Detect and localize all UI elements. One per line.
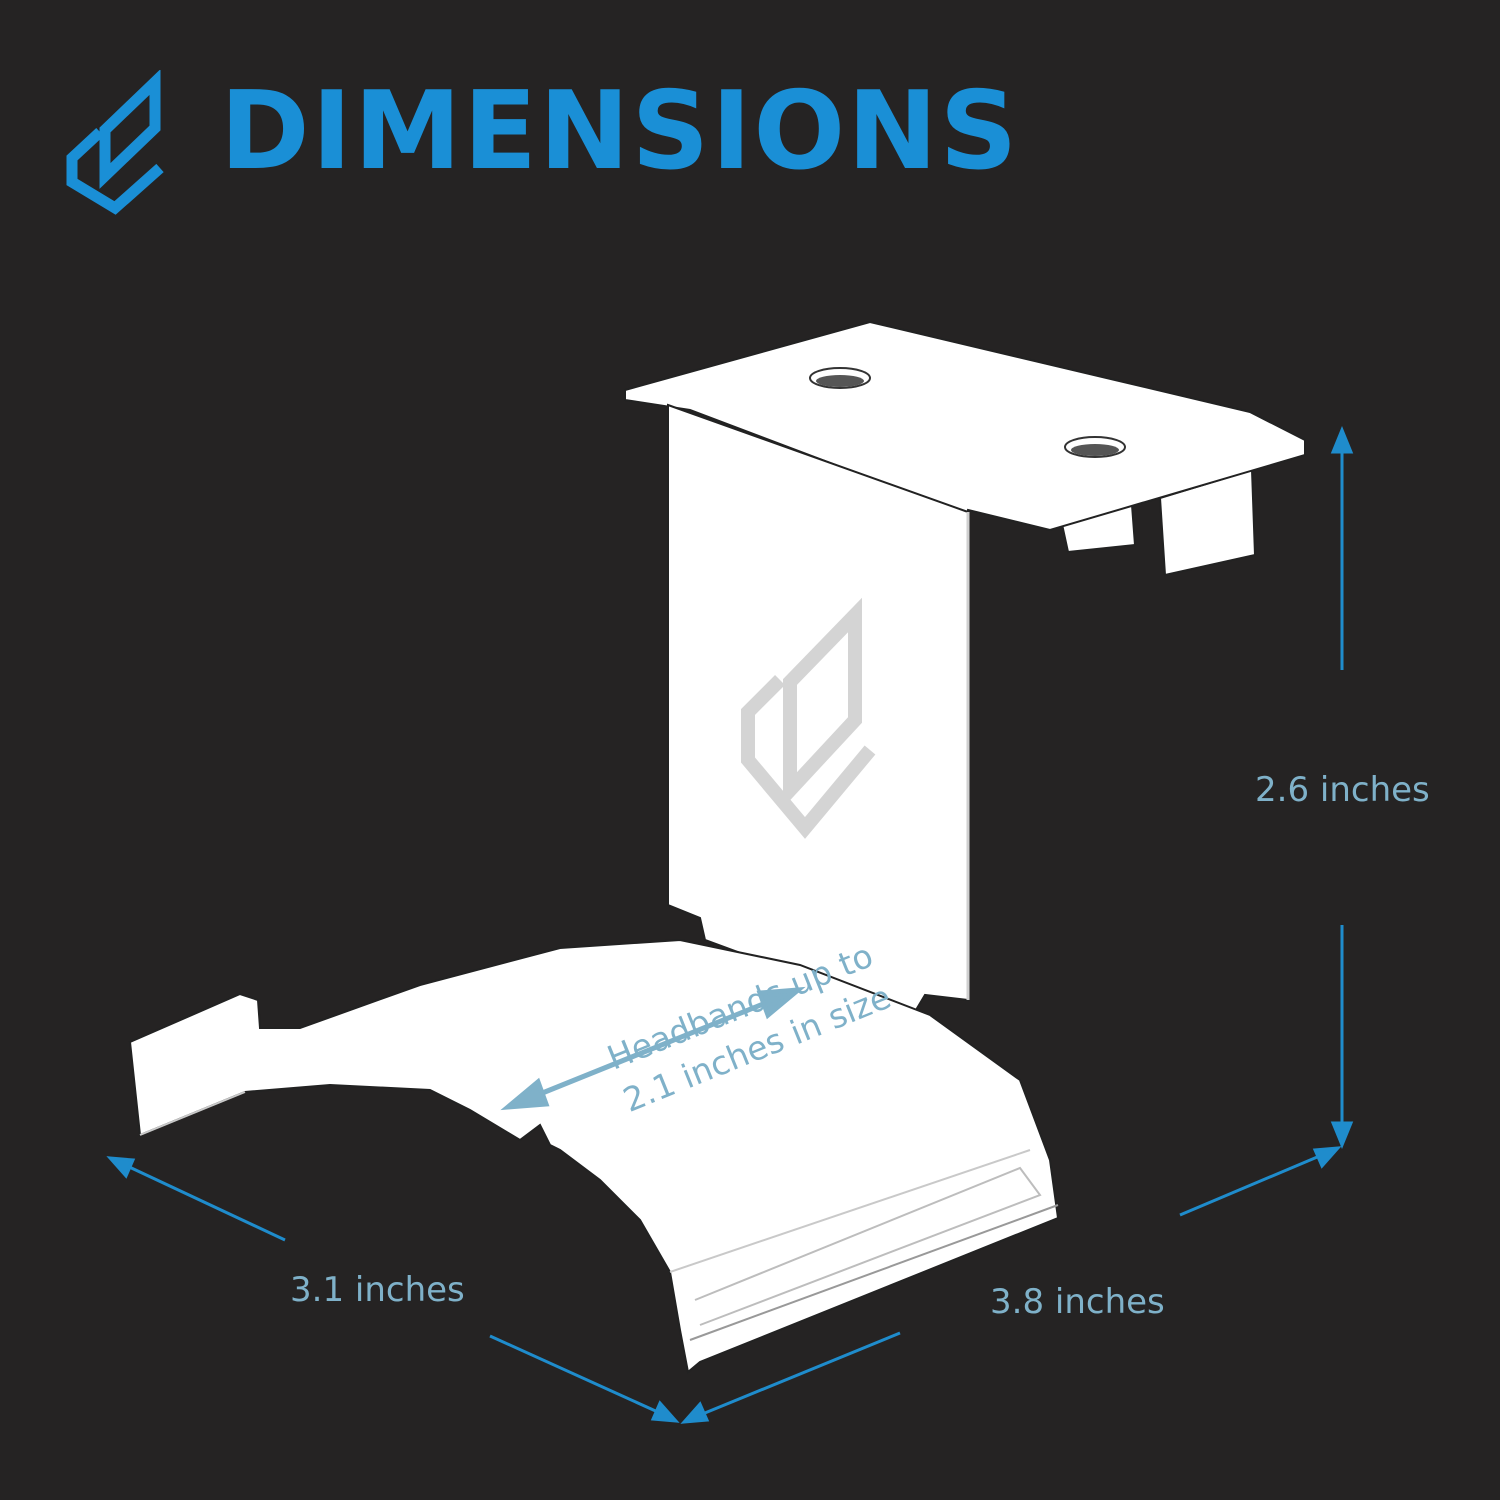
headband-arrow [500, 986, 806, 1111]
screw-hole [816, 375, 864, 387]
depth-dimension-line [106, 1156, 680, 1423]
depth-label: 3.1 inches [290, 1270, 465, 1310]
screw-hole [1071, 444, 1119, 456]
height-label: 2.6 inches [1255, 770, 1430, 810]
brand-logo-icon [66, 70, 164, 215]
vertical-panel [667, 403, 969, 1022]
width-label: 3.8 inches [990, 1282, 1165, 1322]
height-dimension-line [1330, 426, 1354, 1149]
panel-logo-icon [741, 597, 876, 839]
cradle-base [128, 938, 1060, 1374]
width-dimension-line [680, 1146, 1342, 1424]
page-title: DIMENSIONS [220, 69, 1020, 194]
